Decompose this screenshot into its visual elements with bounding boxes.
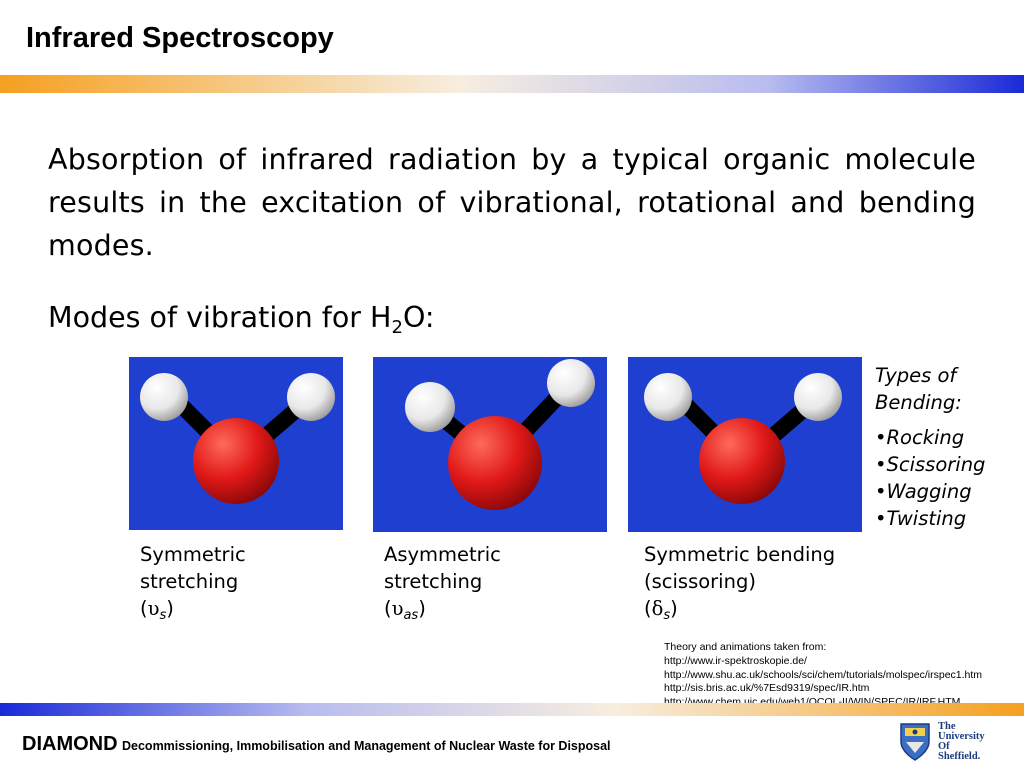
symmetric-bending-animation — [628, 357, 862, 532]
hydrogen-atom — [644, 373, 692, 421]
list-item: •Scissoring — [875, 453, 986, 476]
list-item: •Wagging — [875, 480, 972, 503]
intro-paragraph: Absorption of infrared radiation by a ty… — [48, 143, 976, 262]
references: Theory and animations taken from: http:/… — [664, 641, 982, 710]
caption-asymmetric-stretching: Asymmetric stretching (υas) — [384, 543, 501, 623]
hydrogen-atom — [140, 373, 188, 421]
bending-types: Types of Bending: •Rocking •Scissoring •… — [875, 362, 985, 532]
reference-link[interactable]: http://www.shu.ac.uk/schools/sci/chem/tu… — [664, 668, 983, 681]
oxygen-atom — [699, 418, 785, 504]
title-gradient-bar — [0, 75, 1024, 93]
reference-link[interactable]: http://www.ir-spektroskopie.de/ — [664, 654, 807, 667]
references-heading: Theory and animations taken from: — [664, 641, 827, 653]
reference-link[interactable]: http://sis.bris.ac.uk/%7Esd9319/spec/IR.… — [664, 682, 870, 695]
bending-list: •Rocking •Scissoring •Wagging •Twisting — [875, 424, 985, 532]
hydrogen-atom — [287, 373, 335, 421]
hydrogen-atom — [794, 373, 842, 421]
hydrogen-atom — [405, 382, 455, 432]
footer-gradient-bar — [0, 703, 1024, 716]
slide-title: Infrared Spectroscopy — [26, 22, 334, 54]
university-crest-icon — [900, 723, 930, 761]
modes-heading: Modes of vibration for H2O: — [48, 301, 435, 338]
caption-symmetric-bending: Symmetric bending (scissoring) (δs) — [644, 543, 836, 623]
footer-tagline: Decommissioning, Immobilisation and Mana… — [122, 739, 611, 753]
caption-symmetric-stretching: Symmetric stretching (υs) — [140, 543, 246, 623]
footer: DIAMOND Decommissioning, Immobilisation … — [22, 733, 611, 756]
list-item: •Rocking — [875, 426, 965, 449]
hydrogen-atom — [547, 359, 595, 407]
oxygen-atom — [193, 418, 279, 504]
symmetric-stretch-animation — [129, 357, 343, 530]
footer-brand: DIAMOND — [22, 733, 118, 755]
list-item: •Twisting — [875, 507, 967, 530]
bending-heading: Types of Bending: — [875, 364, 962, 414]
asymmetric-stretch-animation — [373, 357, 607, 532]
oxygen-atom — [448, 416, 542, 510]
university-logo-text: The University Of Sheffield. — [938, 721, 985, 762]
